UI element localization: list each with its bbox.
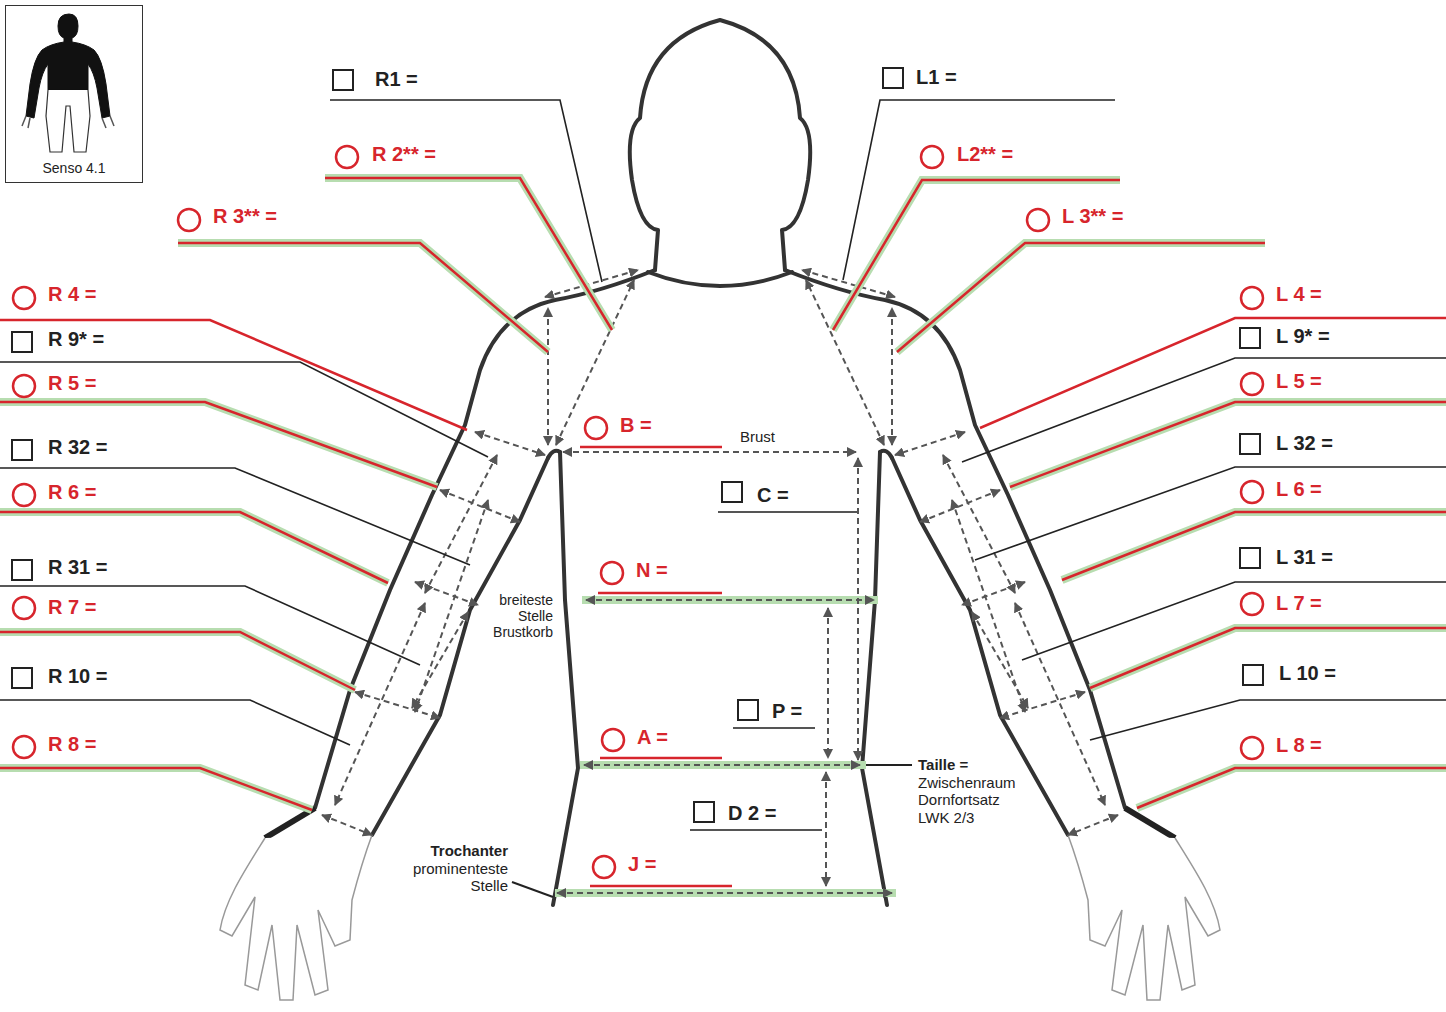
measurement-label: D 2 = xyxy=(728,802,776,825)
measurement-label: R 8 = xyxy=(48,733,96,756)
measurement-label: L 10 = xyxy=(1279,662,1336,685)
note-text: Taille = xyxy=(918,756,968,773)
measurement-label: L 4 = xyxy=(1276,283,1322,306)
measurement-label: L2** = xyxy=(957,143,1013,166)
measurement-label: R 7 = xyxy=(48,596,96,619)
measurement-label: P = xyxy=(772,700,802,723)
measurement-label: L1 = xyxy=(916,66,957,89)
product-name: Senso 4.1 xyxy=(6,160,142,176)
note-text: Brust xyxy=(740,428,775,445)
measurement-label: R 4 = xyxy=(48,283,96,306)
measurement-label: R 31 = xyxy=(48,556,107,579)
note-text: prominenteste Stelle xyxy=(400,860,508,895)
note-text: Zwischenraum Dornfortsatz LWK 2/3 xyxy=(918,774,1030,826)
measurement-label: L 3** = xyxy=(1062,205,1123,228)
measurement-label: R 3** = xyxy=(213,205,277,228)
measurement-label: L 7 = xyxy=(1276,592,1322,615)
measurement-label: B = xyxy=(620,414,652,437)
measurement-label: R 5 = xyxy=(48,372,96,395)
measurement-label: C = xyxy=(757,484,789,507)
measurement-label: A = xyxy=(637,726,668,749)
measurement-label: R 32 = xyxy=(48,436,107,459)
measurement-label: L 31 = xyxy=(1276,546,1333,569)
measurement-label: J = xyxy=(628,853,656,876)
measurement-label: L 6 = xyxy=(1276,478,1322,501)
product-inset-box: Senso 4.1 xyxy=(5,5,143,183)
measurement-label: N = xyxy=(636,559,668,582)
measurement-label: R 6 = xyxy=(48,481,96,504)
measurement-label: R1 = xyxy=(375,68,418,91)
measurement-label: R 2** = xyxy=(372,143,436,166)
garment-icon xyxy=(6,6,132,156)
note-text: Trochanter xyxy=(388,842,508,859)
measurement-label: R 10 = xyxy=(48,665,107,688)
measurement-label: R 9* = xyxy=(48,328,104,351)
measurement-label: L 8 = xyxy=(1276,734,1322,757)
measurement-label: L 32 = xyxy=(1276,432,1333,455)
measurement-label: L 5 = xyxy=(1276,370,1322,393)
note-text: breiteste Stelle Brustkorb xyxy=(463,592,553,640)
measurement-label: L 9* = xyxy=(1276,325,1330,348)
